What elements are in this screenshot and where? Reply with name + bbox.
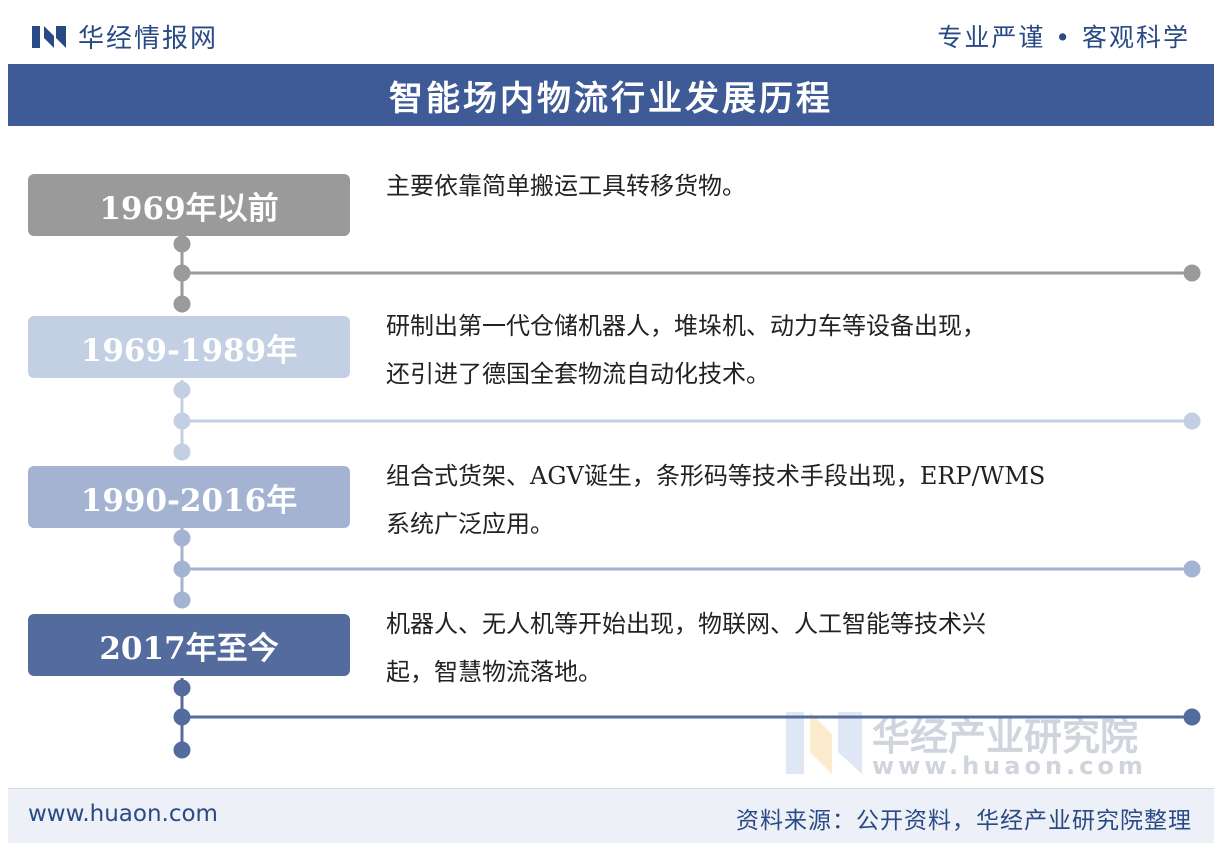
timeline-node (173, 443, 191, 461)
timeline-node (173, 295, 191, 313)
stage-label-1: 1969年以前 (28, 174, 350, 236)
timeline-node (173, 591, 191, 609)
stage-desc-1: 主要依靠简单搬运工具转移货物。 (386, 162, 1106, 210)
timeline-node (173, 741, 191, 759)
timeline-node (1183, 412, 1201, 430)
stage-desc-line: 组合式货架、AGV诞生，条形码等技术手段出现，ERP/WMS (386, 462, 1046, 490)
stage-desc-line: 系统广泛应用。 (386, 510, 554, 538)
stage-desc-3: 组合式货架、AGV诞生，条形码等技术手段出现，ERP/WMS 系统广泛应用。 (386, 452, 1106, 548)
page-title: 智能场内物流行业发展历程 (389, 78, 833, 119)
stage-desc-line: 机器人、无人机等开始出现，物联网、人工智能等技术兴 (386, 610, 986, 638)
footer-url: www.huaon.com (28, 801, 218, 827)
timeline-node (173, 529, 191, 547)
timeline-node (173, 708, 191, 726)
logo-text: 华经情报网 (78, 24, 219, 54)
timeline-node (173, 412, 191, 430)
footer-source: 资料来源：公开资料，华经产业研究院整理 (736, 808, 1192, 834)
stage-desc-2: 研制出第一代仓储机器人，堆垛机、动力车等设备出现， 还引进了德国全套物流自动化技… (386, 302, 1106, 398)
timeline-node (173, 679, 191, 697)
slogan: 专业严谨 • 客观科学 (937, 23, 1190, 52)
timeline-node (1183, 560, 1201, 578)
timeline-node (1183, 708, 1201, 726)
stage-label-3: 1990-2016年 (28, 466, 350, 528)
stage-label-4: 2017年至今 (28, 614, 350, 676)
stage-desc-line: 主要依靠简单搬运工具转移货物。 (386, 172, 746, 200)
stage-desc-line: 起，智慧物流落地。 (386, 658, 602, 686)
timeline-node (1183, 264, 1201, 282)
timeline-node (173, 264, 191, 282)
stage-desc-4: 机器人、无人机等开始出现，物联网、人工智能等技术兴 起，智慧物流落地。 (386, 600, 1106, 696)
timeline-node (173, 235, 191, 253)
footer: www.huaon.com 资料来源：公开资料，华经产业研究院整理 (8, 788, 1214, 843)
stage-desc-line: 研制出第一代仓储机器人，堆垛机、动力车等设备出现， (386, 312, 986, 340)
timeline-node (173, 381, 191, 399)
stage-desc-line: 还引进了德国全套物流自动化技术。 (386, 360, 770, 388)
stage-label-2: 1969-1989年 (28, 316, 350, 378)
title-bar: 智能场内物流行业发展历程 (8, 64, 1214, 126)
timeline-node (173, 560, 191, 578)
huajing-logo-icon (32, 26, 66, 48)
header: 华经情报网 专业严谨 • 客观科学 (0, 0, 1224, 62)
